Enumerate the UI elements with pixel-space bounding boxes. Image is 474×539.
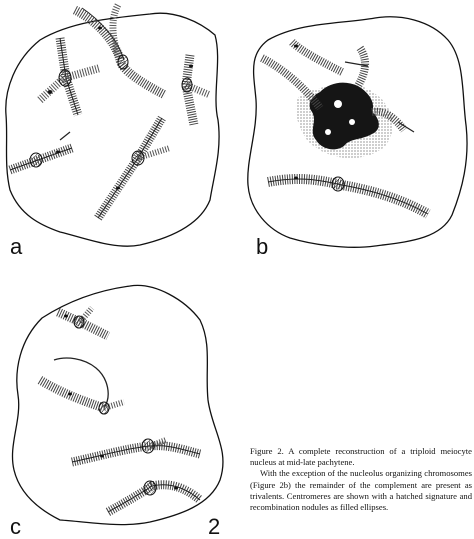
panel-a: [5, 3, 220, 247]
chromosome: [71, 437, 202, 467]
nucleus-outline-a: [5, 12, 220, 247]
chromosome: [37, 37, 102, 117]
panel-label-c: c: [10, 514, 21, 539]
chromosome: [8, 131, 74, 175]
panel-label-b: b: [256, 234, 269, 259]
chromosome: [72, 3, 168, 99]
caption-paragraph-2: With the exception of the nucleolus orga…: [250, 468, 472, 513]
chromosome: [94, 115, 171, 221]
figure-caption: Figure 2. A complete reconstruction of a…: [250, 446, 472, 513]
nucleus-outline-b: [247, 16, 468, 248]
chromosome: [56, 306, 111, 341]
nucleus-outline-c: [11, 284, 224, 526]
chromosome: [267, 174, 431, 219]
chromosome: [37, 357, 125, 415]
panel-c: [11, 284, 224, 526]
panel-label-a: a: [10, 234, 23, 259]
chromosome: [260, 39, 344, 111]
chromosome: [344, 45, 369, 88]
chromosome: [181, 54, 212, 126]
caption-paragraph-1: Figure 2. A complete reconstruction of a…: [250, 446, 472, 468]
chromosome: [105, 480, 203, 516]
figure-number: 2: [208, 514, 221, 539]
panel-b: [247, 16, 468, 248]
chromosome: [371, 107, 415, 133]
